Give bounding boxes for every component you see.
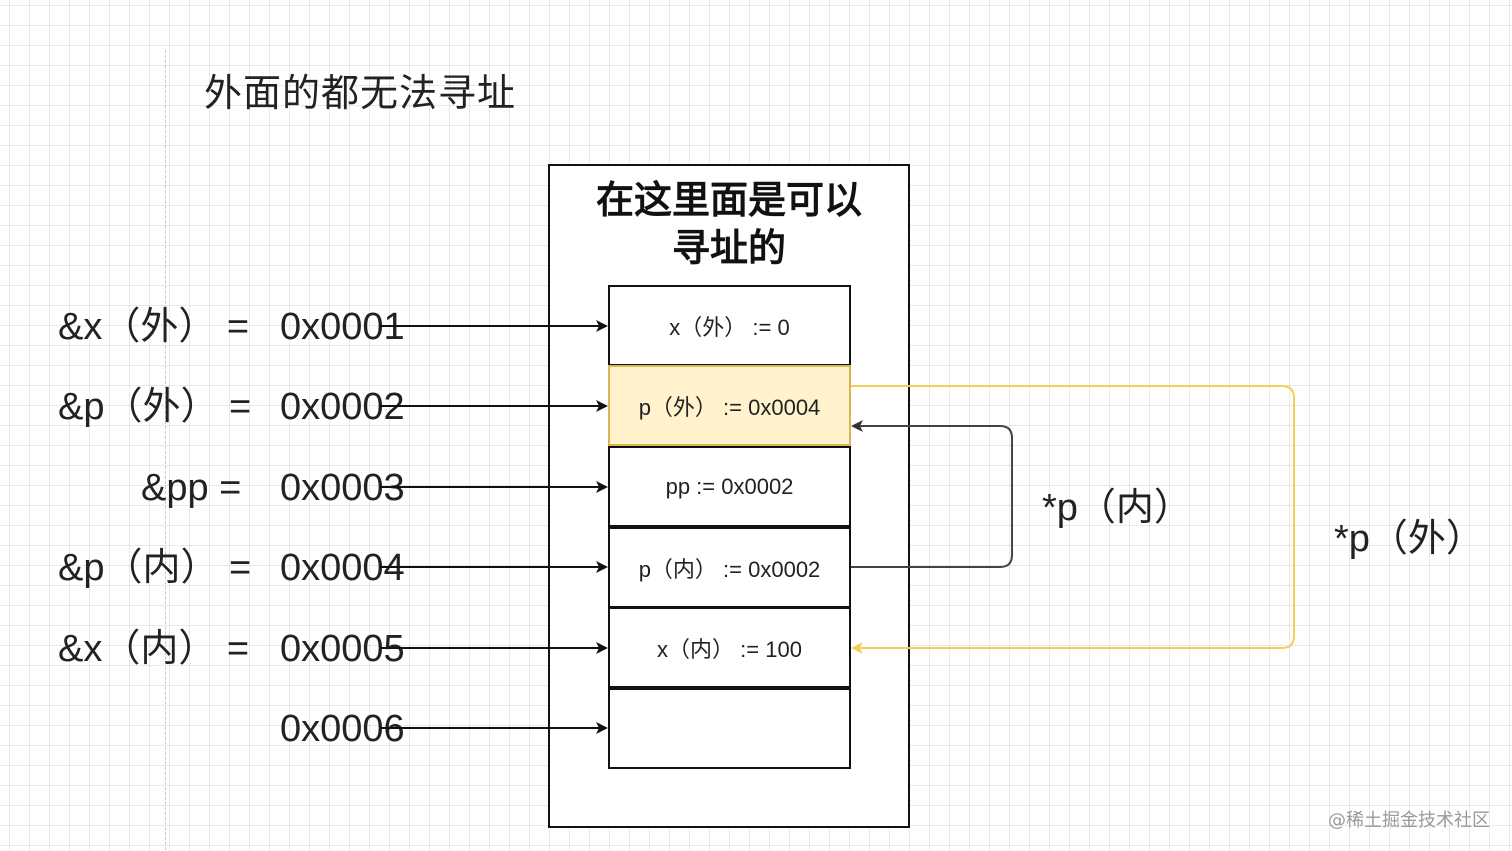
addressable-region-title-line1: 在这里面是可以 — [595, 178, 862, 222]
address-name-x-inner: &x（内） = — [58, 628, 250, 670]
dashed-guide-line — [165, 50, 166, 850]
memory-cell-pp: pp := 0x0002 — [608, 446, 851, 527]
memory-cell-x-inner: x（内） := 100 — [608, 607, 851, 688]
address-name-x-outer: &x（外） = — [58, 306, 250, 348]
outside-not-addressable-label: 外面的都无法寻址 — [204, 71, 517, 115]
address-value-0x0001: 0x0001 — [280, 306, 405, 348]
address-value-0x0005: 0x0005 — [280, 628, 405, 670]
address-value-0x0002: 0x0002 — [280, 386, 405, 428]
address-name-p-inner: &p（内） = — [58, 547, 252, 589]
address-name-pp: &pp = — [141, 467, 242, 509]
address-name-p-outer: &p（外） = — [58, 386, 252, 428]
address-value-0x0006: 0x0006 — [280, 708, 405, 750]
memory-cell-empty — [608, 688, 851, 769]
memory-cell-x-outer: x（外） := 0 — [608, 285, 851, 366]
addressable-region-title-line2: 寻址的 — [671, 226, 786, 270]
outer-deref-label: *p（外） — [1334, 518, 1484, 560]
watermark-text: @稀土掘金技术社区 — [1328, 810, 1490, 831]
memory-cell-p-inner: p（内） := 0x0002 — [608, 527, 851, 608]
address-value-0x0003: 0x0003 — [280, 467, 405, 509]
memory-cell-p-outer: p（外） := 0x0004 — [608, 365, 851, 446]
addressable-region-title: 在这里面是可以 寻址的 — [548, 176, 910, 272]
address-value-0x0004: 0x0004 — [280, 547, 405, 589]
inner-deref-label: *p（内） — [1042, 487, 1192, 529]
